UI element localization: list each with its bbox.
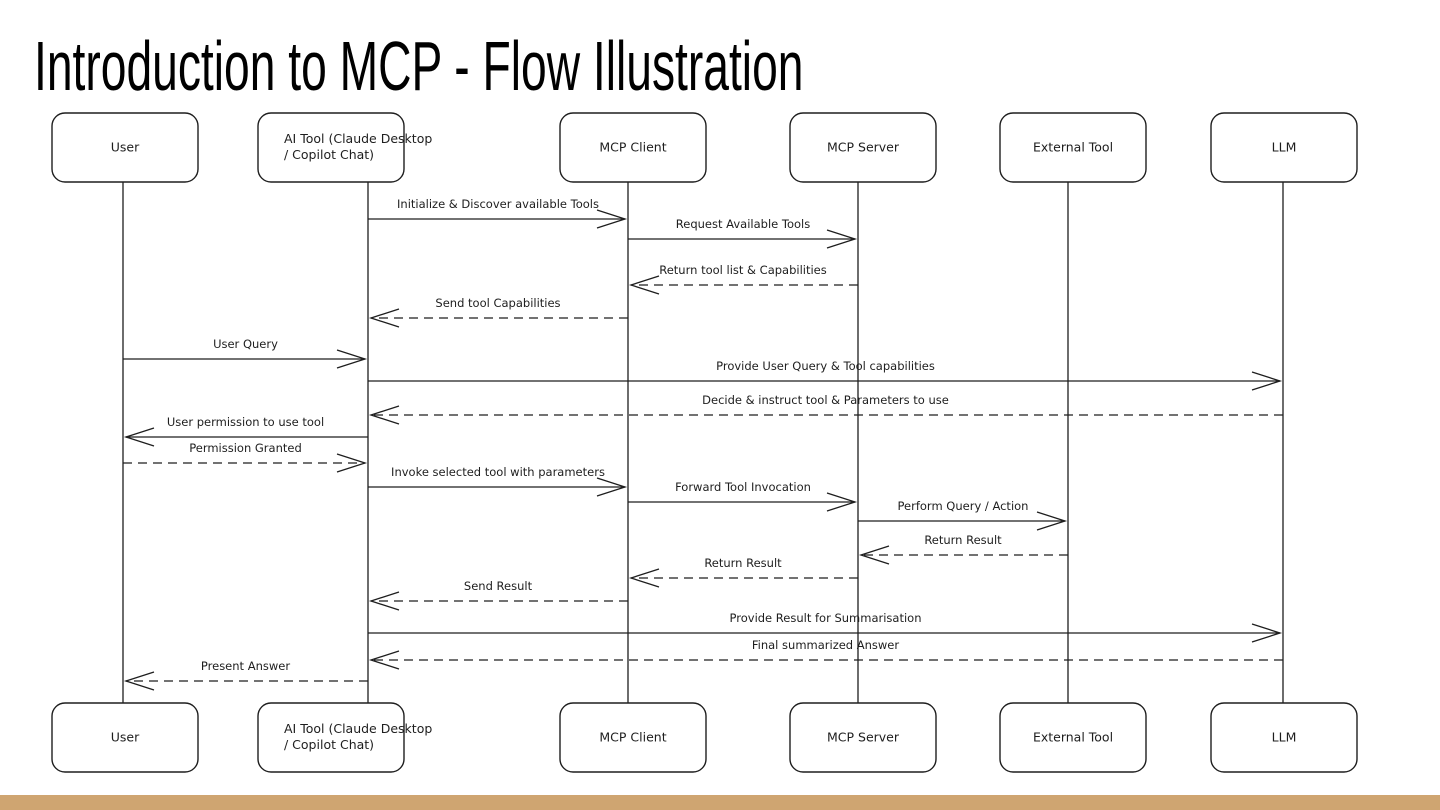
arrow-head (336, 349, 368, 369)
participant-label: MCP Client (599, 140, 666, 155)
box-outline (1210, 112, 1358, 183)
message-label: Return tool list & Capabilities (659, 263, 827, 277)
box-outline (1210, 702, 1358, 773)
arrow-head (1251, 623, 1283, 643)
arrow-head (123, 671, 155, 691)
box-outline (999, 112, 1147, 183)
participant-label: AI Tool (Claude Desktop (284, 721, 432, 736)
participant-label: / Copilot Chat) (284, 147, 374, 162)
participant-boxes-bottom: User AI Tool (Claude Desktop/ Copilot Cha… (51, 702, 1358, 773)
message-label: Return Result (704, 556, 782, 570)
message-1: Initialize & Discover available Tools (368, 197, 628, 229)
message-label: Forward Tool Invocation (675, 480, 811, 494)
participant-box-ai-tool-bottom: AI Tool (Claude Desktop/ Copilot Chat) (257, 702, 432, 773)
message-17: Final summarized Answer (368, 638, 1283, 670)
box-outline (51, 112, 199, 183)
message-12: Perform Query / Action (858, 499, 1068, 531)
participant-box-user-top: User (51, 112, 199, 183)
message-label: Decide & instruct tool & Parameters to u… (702, 393, 949, 407)
participant-label: MCP Server (827, 730, 900, 745)
participant-box-llm-top: LLM (1210, 112, 1358, 183)
message-11: Forward Tool Invocation (628, 480, 858, 512)
arrow-head (368, 405, 400, 425)
messages: Initialize & Discover available ToolsReq… (123, 197, 1283, 691)
box-outline (559, 702, 707, 773)
arrow-head (596, 209, 628, 229)
arrow-head (858, 545, 890, 565)
message-4: Send tool Capabilities (368, 296, 628, 328)
participant-box-user-bottom: User (51, 702, 199, 773)
message-13: Return Result (858, 533, 1068, 565)
box-outline (51, 702, 199, 773)
message-label: Perform Query / Action (898, 499, 1029, 513)
footer-bar (0, 795, 1440, 810)
message-label: Send Result (464, 579, 533, 593)
participant-label: User (111, 140, 140, 155)
message-10: Invoke selected tool with parameters (368, 465, 628, 497)
participant-box-mcp-server-bottom: MCP Server (789, 702, 937, 773)
message-label: Request Available Tools (676, 217, 810, 231)
arrow-head (826, 492, 858, 512)
box-outline (257, 112, 405, 183)
box-outline (789, 702, 937, 773)
box-outline (789, 112, 937, 183)
participant-box-ai-tool-top: AI Tool (Claude Desktop/ Copilot Chat) (257, 112, 432, 183)
participant-label: External Tool (1033, 730, 1113, 745)
arrow-head (368, 308, 400, 328)
arrow-head (628, 275, 660, 295)
participant-label: MCP Server (827, 140, 900, 155)
lifelines (122, 182, 1284, 703)
message-16: Provide Result for Summarisation (368, 611, 1283, 643)
message-8: User permission to use tool (123, 415, 368, 447)
participant-box-mcp-server-top: MCP Server (789, 112, 937, 183)
participant-label: AI Tool (Claude Desktop (284, 131, 432, 146)
participant-box-external-tool-top: External Tool (999, 112, 1147, 183)
message-label: Permission Granted (189, 441, 302, 455)
participant-box-mcp-client-top: MCP Client (559, 112, 707, 183)
arrow-head (123, 427, 155, 447)
message-label: Send tool Capabilities (435, 296, 560, 310)
arrow-head (826, 229, 858, 249)
box-outline (559, 112, 707, 183)
message-15: Send Result (368, 579, 628, 611)
message-label: User Query (213, 337, 278, 351)
message-6: Provide User Query & Tool capabilities (368, 359, 1283, 391)
message-label: Provide Result for Summarisation (730, 611, 922, 625)
participant-box-llm-bottom: LLM (1210, 702, 1358, 773)
participant-label: External Tool (1033, 140, 1113, 155)
message-label: Provide User Query & Tool capabilities (716, 359, 935, 373)
participant-label: / Copilot Chat) (284, 737, 374, 752)
participant-label: LLM (1272, 730, 1297, 745)
arrow-head (1251, 371, 1283, 391)
message-label: Final summarized Answer (752, 638, 900, 652)
slide-title: Introduction to MCP - Flow Illustration (34, 27, 804, 105)
arrow-head (628, 568, 660, 588)
arrow-head (336, 453, 368, 473)
participant-label: LLM (1272, 140, 1297, 155)
message-9: Permission Granted (123, 441, 368, 473)
message-5: User Query (123, 337, 368, 369)
message-label: User permission to use tool (167, 415, 324, 429)
participant-boxes-top: User AI Tool (Claude Desktop/ Copilot Cha… (51, 112, 1358, 183)
arrow-head (368, 591, 400, 611)
message-label: Present Answer (201, 659, 290, 673)
message-label: Return Result (924, 533, 1002, 547)
participant-label: MCP Client (599, 730, 666, 745)
message-2: Request Available Tools (628, 217, 858, 249)
box-outline (999, 702, 1147, 773)
participant-label: User (111, 730, 140, 745)
participant-box-mcp-client-bottom: MCP Client (559, 702, 707, 773)
arrow-head (596, 477, 628, 497)
arrow-head (1036, 511, 1068, 531)
message-3: Return tool list & Capabilities (628, 263, 858, 295)
box-outline (257, 702, 405, 773)
message-18: Present Answer (123, 659, 368, 691)
message-14: Return Result (628, 556, 858, 588)
message-label: Initialize & Discover available Tools (397, 197, 599, 211)
arrow-head (368, 650, 400, 670)
message-7: Decide & instruct tool & Parameters to u… (368, 393, 1283, 425)
message-label: Invoke selected tool with parameters (391, 465, 605, 479)
participant-box-external-tool-bottom: External Tool (999, 702, 1147, 773)
